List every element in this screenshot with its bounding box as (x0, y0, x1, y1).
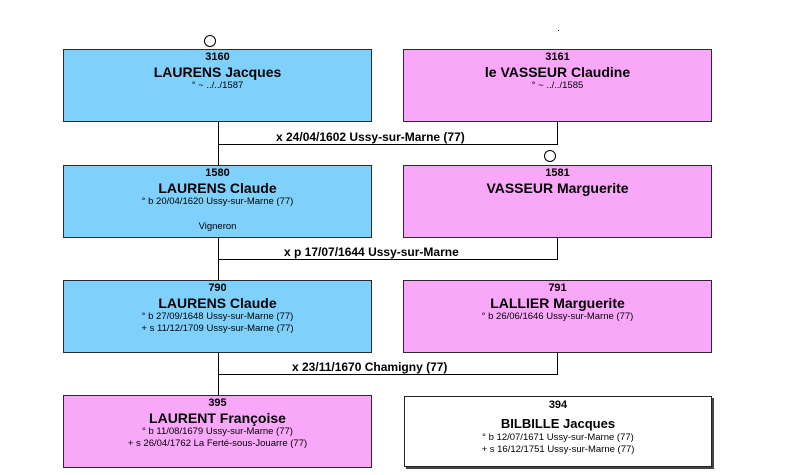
marriage-label-1: x 24/04/1602 Ussy-sur-Marne (77) (276, 130, 465, 144)
person-name: LAURENS Claude (158, 180, 277, 196)
marriage-line-1 (218, 144, 558, 145)
person-event: ° ~ ../../1587 (191, 80, 244, 91)
person-event: ° b 26/06/1646 Ussy-sur-Marne (77) (481, 311, 634, 322)
person-number: 3160 (205, 51, 230, 63)
person-name: LAURENT Françoise (149, 410, 286, 426)
person-box-1580[interactable]: 1580 LAURENS Claude ° b 20/04/1620 Ussy-… (63, 165, 372, 238)
person-event: ° b 11/08/1679 Ussy-sur-Marne (77) (142, 426, 293, 437)
person-number: 1580 (205, 167, 230, 179)
person-name: LAURENS Jacques (153, 64, 282, 80)
person-box-395[interactable]: 395 LAURENT Françoise ° b 11/08/1679 Uss… (63, 395, 372, 468)
person-box-1581[interactable]: 1581 VASSEUR Marguerite (403, 165, 712, 238)
person-number: 395 (208, 397, 227, 409)
marriage-line-3 (218, 374, 558, 375)
marker-circle-3160 (204, 35, 216, 47)
person-number: 791 (548, 282, 567, 294)
person-event: + s 26/04/1762 La Ferté-sous-Jouarre (77… (127, 438, 308, 449)
person-name: LAURENS Claude (158, 295, 277, 311)
person-name: VASSEUR Marguerite (486, 180, 629, 196)
person-number: 1581 (545, 167, 570, 179)
person-box-3160[interactable]: 3160 LAURENS Jacques ° ~ ../../1587 (63, 49, 372, 122)
person-event: ° ~ ../../1585 (531, 80, 584, 91)
marriage-line-2 (218, 259, 558, 260)
person-name: BILBILLE Jacques (500, 416, 616, 431)
connector-3161-down (557, 122, 558, 144)
marriage-label-2: x p 17/07/1644 Ussy-sur-Marne (284, 245, 459, 259)
person-event: ° b 27/09/1648 Ussy-sur-Marne (77) (141, 311, 294, 322)
connector-791-down (557, 353, 558, 375)
person-number: 790 (208, 282, 227, 294)
person-occupation: Vigneron (198, 221, 237, 232)
connector-3160-down (218, 122, 219, 165)
person-name: LALLIER Marguerite (490, 295, 625, 311)
connector-1581-down (557, 238, 558, 260)
marriage-label-3: x 23/11/1670 Chamigny (77) (292, 360, 448, 374)
person-box-394[interactable]: 394 BILBILLE Jacques ° b 12/07/1671 Ussy… (404, 396, 712, 467)
marker-circle-1581 (544, 150, 556, 162)
person-number: 3161 (545, 51, 570, 63)
person-event: + s 16/12/1751 Ussy-sur-Marne (77) (481, 444, 635, 455)
person-event: + s 11/12/1709 Ussy-sur-Marne (77) (141, 323, 294, 334)
person-name: le VASSEUR Claudine (484, 64, 631, 80)
person-box-3161[interactable]: 3161 le VASSEUR Claudine ° ~ ../../1585 (403, 49, 712, 122)
person-box-791[interactable]: 791 LALLIER Marguerite ° b 26/06/1646 Us… (403, 280, 712, 353)
person-event: ° b 12/07/1671 Ussy-sur-Marne (77) (482, 432, 634, 443)
person-event: ° b 20/04/1620 Ussy-sur-Marne (77) (141, 196, 294, 207)
marker-dot-3161 (558, 30, 559, 31)
person-number: 394 (548, 399, 568, 411)
person-box-790[interactable]: 790 LAURENS Claude ° b 27/09/1648 Ussy-s… (63, 280, 372, 353)
